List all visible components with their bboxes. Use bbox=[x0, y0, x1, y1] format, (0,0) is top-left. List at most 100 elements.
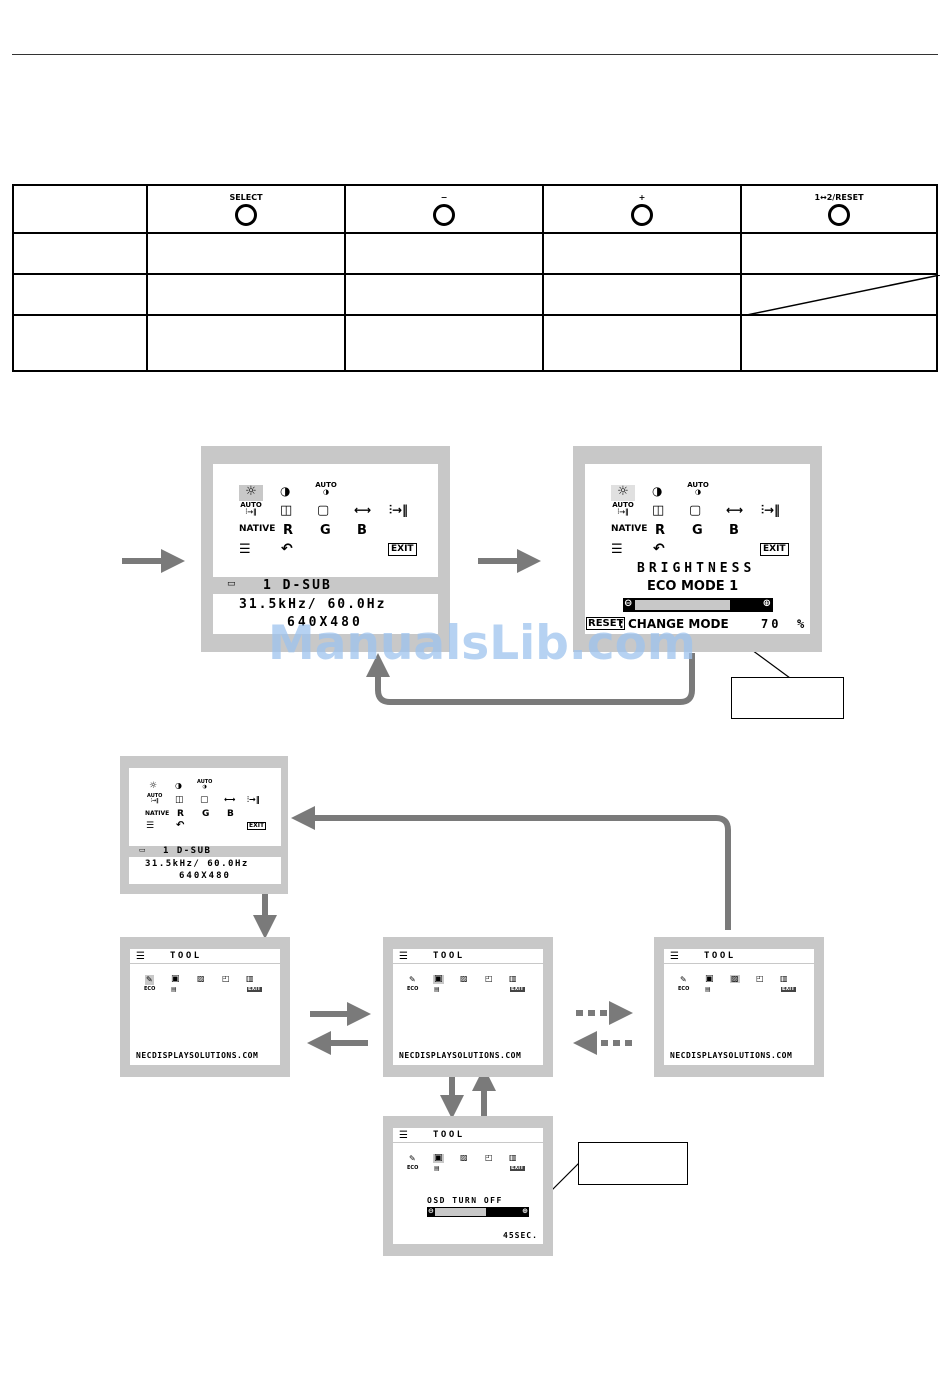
auto-contrast-icon: AUTO◑ bbox=[315, 481, 337, 496]
info-icon: ▥ bbox=[780, 974, 788, 983]
osd-screen: ☼ ◑ AUTO◑ AUTO⫶→‖ ◫ ▢ ⟷ ⫶→‖ NATIVE R G B… bbox=[213, 464, 438, 634]
eco-label: ECO bbox=[407, 986, 419, 992]
table-corner-cell bbox=[12, 184, 148, 234]
eco-label: ECO bbox=[144, 986, 156, 992]
select-button-icon bbox=[235, 204, 257, 226]
osd-position-icon: ▨ bbox=[197, 974, 205, 983]
table-cell bbox=[146, 232, 346, 275]
table-row bbox=[12, 314, 938, 372]
minus-column-header: − bbox=[344, 184, 544, 234]
tool-title: TOOL bbox=[433, 1130, 465, 1140]
tool-icon: ☰ bbox=[399, 951, 408, 962]
osd-window-icon: ◰ bbox=[485, 974, 493, 983]
brightness-bar[interactable]: ⊖ ⊕ bbox=[623, 598, 773, 612]
reset-column-header: 1↔2/RESET bbox=[740, 184, 938, 234]
auto-label: AUTO bbox=[197, 779, 213, 785]
blue-label: B bbox=[729, 523, 739, 538]
tool-icon: ☰ bbox=[239, 542, 251, 557]
monitor-stand-icon: ▤ bbox=[171, 986, 177, 993]
monitor-stand-icon: ▤ bbox=[705, 986, 711, 993]
factory-preset-icon: ↶ bbox=[653, 541, 665, 557]
monitor-icon: ▣ bbox=[433, 974, 444, 984]
exit-icon: EXIT bbox=[247, 986, 262, 992]
input-connector-icon: ▭ bbox=[139, 846, 146, 854]
resolution-label: 640X480 bbox=[179, 871, 231, 881]
eco-mode-label: ECO MODE 1 bbox=[647, 579, 739, 594]
input-bar bbox=[213, 577, 438, 594]
input-bar bbox=[129, 846, 281, 857]
exit-icon: EXIT bbox=[510, 1165, 525, 1171]
left-right-icon: ◫ bbox=[652, 503, 665, 518]
eco-icon: ✎ bbox=[409, 1154, 416, 1163]
reset-button-icon bbox=[828, 204, 850, 226]
reset-icon: RESET bbox=[586, 617, 626, 630]
monitor-icon: ▣ bbox=[705, 974, 714, 984]
table-cell bbox=[740, 232, 938, 275]
brightness-icon: ☼ bbox=[149, 781, 158, 791]
table-cell bbox=[542, 273, 742, 316]
fine-icon: ⫶→‖ bbox=[389, 503, 409, 517]
auto-label: AUTO bbox=[612, 501, 634, 509]
auto-label: AUTO bbox=[240, 501, 262, 509]
resolution-label: 640X480 bbox=[287, 615, 363, 630]
table-cell bbox=[344, 273, 544, 316]
blue-label: B bbox=[357, 523, 367, 538]
table-cell bbox=[542, 314, 742, 372]
input-label: 1 D-SUB bbox=[263, 578, 332, 593]
brightness-icon: ☼ bbox=[239, 485, 263, 501]
table-cell-na bbox=[740, 273, 940, 316]
green-label: G bbox=[320, 523, 331, 538]
left-right-icon: ◫ bbox=[175, 795, 184, 805]
control-table: SELECT − + 1↔2/RESET bbox=[12, 184, 940, 372]
exit-icon: EXIT bbox=[510, 986, 525, 992]
osd-position-icon: ▨ bbox=[460, 1153, 468, 1162]
tool-title: TOOL bbox=[704, 951, 736, 961]
exit-icon: EXIT bbox=[388, 543, 417, 556]
website-url: NECDISPLAYSOLUTIONS.COM bbox=[670, 1051, 793, 1060]
input-connector-icon: ▭ bbox=[227, 579, 236, 589]
green-label: G bbox=[692, 523, 703, 538]
brightness-value: 70 bbox=[761, 617, 782, 631]
tool-icon: ☰ bbox=[670, 951, 679, 962]
eco-icon: ✎ bbox=[680, 975, 687, 984]
title-divider bbox=[393, 963, 543, 964]
native-label: NATIVE bbox=[239, 524, 276, 534]
monitor-stand-icon: ▤ bbox=[434, 1165, 440, 1172]
contrast-icon: ◑ bbox=[652, 484, 663, 498]
info-icon: ▥ bbox=[509, 1153, 517, 1162]
auto-adjust-icon: AUTO⫶→‖ bbox=[147, 793, 163, 804]
eco-label: ECO bbox=[678, 986, 690, 992]
table-cell bbox=[344, 232, 544, 275]
minus-circle-icon: ⊖ bbox=[624, 598, 633, 609]
osd-screen: ☼ ◑ AUTO◑ AUTO⫶→‖ ◫ ▢ ⟷ ⫶→‖ NATIVE R G B… bbox=[129, 768, 281, 884]
table-cell bbox=[344, 314, 544, 372]
frequency-label: 31.5kHz/ 60.0Hz bbox=[145, 859, 249, 869]
h-size-icon: ⟷ bbox=[726, 503, 744, 517]
red-label: R bbox=[177, 809, 184, 819]
osd-turn-off-bar[interactable]: ⊖⊕ bbox=[427, 1207, 529, 1217]
input-label: 1 D-SUB bbox=[163, 846, 212, 856]
plus-column-header: + bbox=[542, 184, 742, 234]
contrast-icon: ◑ bbox=[175, 781, 182, 790]
auto-label: AUTO bbox=[315, 481, 337, 489]
eco-icon: ✎ bbox=[145, 975, 154, 985]
osd-window-icon: ◰ bbox=[222, 974, 230, 983]
auto-contrast-icon: AUTO◑ bbox=[687, 481, 709, 496]
table-cell bbox=[12, 273, 148, 316]
auto-adjust-icon: AUTO⫶→‖ bbox=[240, 501, 262, 516]
osd-turn-off-time: 45SEC. bbox=[503, 1231, 538, 1240]
tool-icon: ☰ bbox=[399, 1130, 408, 1141]
exit-icon: EXIT bbox=[247, 822, 267, 830]
contrast-icon: ◑ bbox=[280, 484, 291, 498]
table-cell bbox=[12, 314, 148, 372]
red-label: R bbox=[283, 523, 294, 538]
osd-turn-off-label: OSD TURN OFF bbox=[427, 1196, 503, 1205]
brightness-bar-fill bbox=[635, 600, 730, 610]
not-applicable-diagonal bbox=[742, 275, 940, 316]
